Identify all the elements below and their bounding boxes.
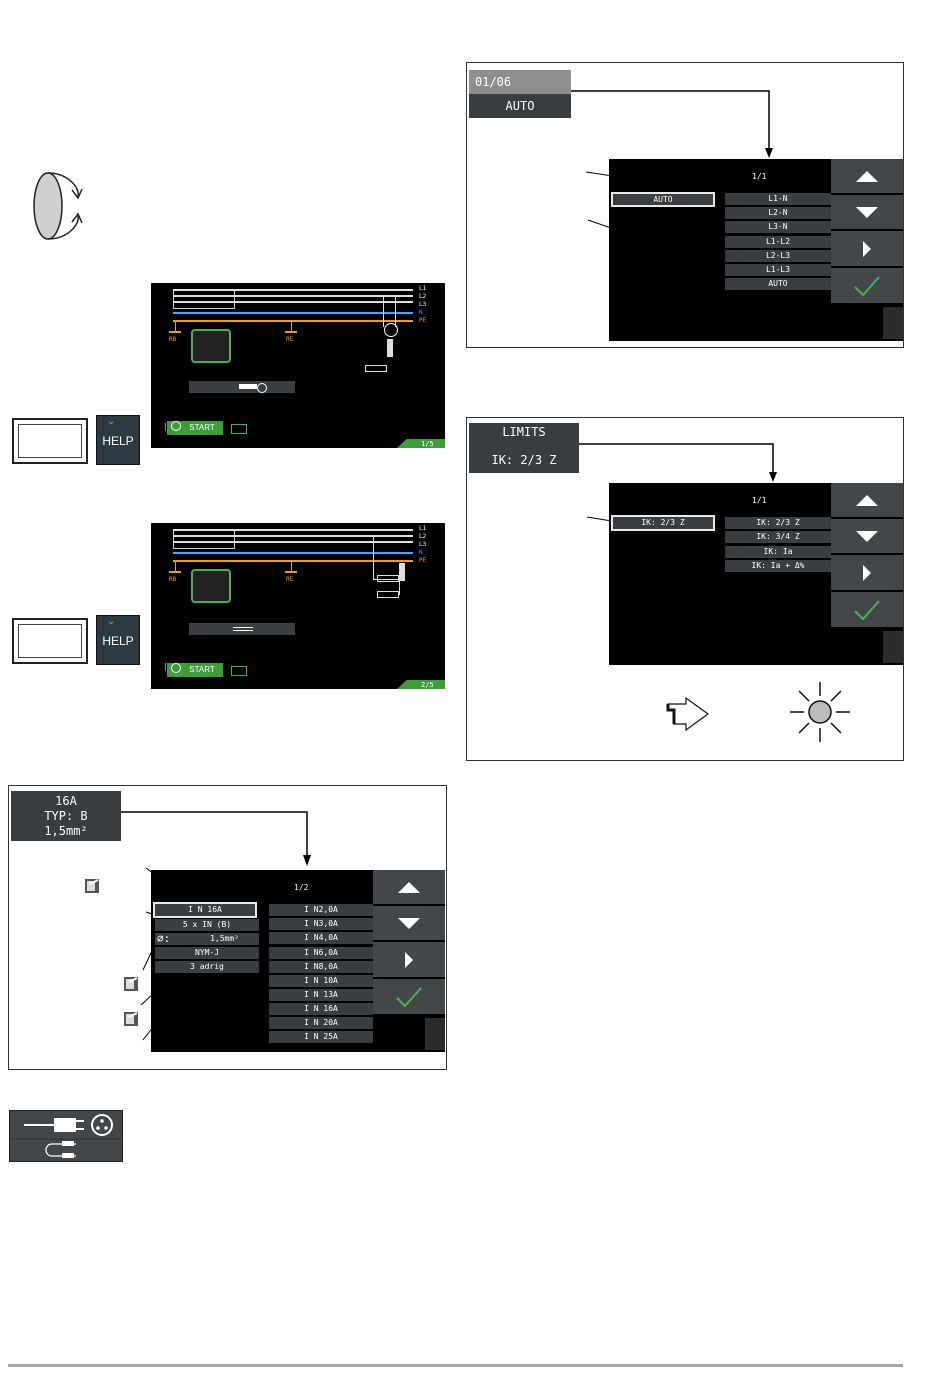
right-arrow-icon	[405, 952, 413, 968]
next-button[interactable]	[831, 231, 903, 268]
param-item[interactable]: NYM-J	[155, 947, 259, 959]
hollow-arrow-icon	[666, 696, 710, 732]
confirm-button[interactable]	[373, 979, 445, 1016]
probe-connection-icon	[9, 1110, 123, 1162]
measurement-screen-2: L1 L2 L3 N PE RB RE START 2/5	[151, 523, 445, 689]
down-arrow-icon	[398, 918, 420, 929]
scroll-up-button[interactable]	[831, 159, 903, 195]
checkmark-icon	[396, 987, 422, 1008]
param-item[interactable]: ∅: 1,5mm²	[155, 933, 259, 945]
option-item[interactable]: L1-L2	[725, 236, 831, 248]
option-item[interactable]: I N2,0A	[269, 904, 373, 916]
start-button[interactable]: START	[167, 421, 223, 435]
header-limit-value: IK: 2/3 Z	[469, 447, 579, 473]
footer-divider	[8, 1364, 903, 1367]
option-item[interactable]: L1-N	[725, 193, 831, 205]
selected-mode[interactable]: AUTO	[611, 192, 715, 207]
confirm-button[interactable]	[831, 592, 903, 629]
option-item[interactable]: L3-N	[725, 221, 831, 233]
header-fuse: 16A TYP: B 1,5mm²	[11, 791, 121, 841]
up-arrow-icon	[856, 495, 878, 506]
up-arrow-icon	[398, 882, 420, 893]
page-indicator: 1/5	[421, 440, 434, 448]
right-arrow-icon	[863, 241, 871, 257]
scroll-down-button[interactable]	[831, 195, 903, 231]
scroll-down-button[interactable]	[831, 519, 903, 555]
option-item[interactable]: I N6,0A	[269, 947, 373, 959]
help-button[interactable]: ⌄ HELP	[96, 615, 140, 665]
auto-selection-screen: 1/1 AUTO L1-N L2-N L3-N L1-L2 L2-L3 L1-L…	[609, 159, 903, 341]
start-button[interactable]: START	[167, 663, 223, 677]
page-indicator: 2/5	[421, 681, 434, 689]
option-item[interactable]: L2-N	[725, 207, 831, 219]
option-item[interactable]: I N 25A	[269, 1031, 373, 1043]
edit-icon	[85, 879, 99, 893]
next-button[interactable]	[373, 942, 445, 979]
option-item[interactable]: AUTO	[725, 278, 831, 290]
header-limits: LIMITS	[469, 423, 579, 447]
down-arrow-icon	[856, 531, 878, 542]
up-arrow-icon	[856, 171, 878, 182]
scroll-up-button[interactable]	[373, 870, 445, 906]
option-item[interactable]: IK: 3/4 Z	[725, 531, 831, 543]
option-item[interactable]: I N3,0A	[269, 918, 373, 930]
option-item[interactable]: I N 13A	[269, 989, 373, 1001]
next-button[interactable]	[831, 555, 903, 592]
edit-icon	[124, 977, 138, 991]
checkmark-icon	[854, 600, 880, 621]
down-arrow-icon	[856, 207, 878, 218]
option-item[interactable]: I N4,0A	[269, 932, 373, 944]
param-item[interactable]: 5 x IN (B)	[155, 919, 259, 931]
limits-selection-screen: 1/1 IK: 2/3 Z IK: 2/3 Z IK: 3/4 Z IK: Ia…	[609, 483, 903, 665]
scroll-up-button[interactable]	[831, 483, 903, 519]
header-counter: 01/06	[469, 70, 571, 94]
scroll-down-button[interactable]	[373, 906, 445, 942]
header-mode: AUTO	[469, 94, 571, 118]
help-button[interactable]: ⌄ HELP	[96, 415, 140, 465]
edit-icon	[124, 1012, 138, 1026]
option-item[interactable]: L2-L3	[725, 250, 831, 262]
option-item[interactable]: I N8,0A	[269, 961, 373, 973]
option-item[interactable]: IK: Ia + Δ%	[725, 560, 831, 572]
right-arrow-icon	[863, 565, 871, 581]
selected-fuse[interactable]: I N 16A	[153, 902, 257, 918]
checkmark-icon	[854, 276, 880, 297]
selected-limit[interactable]: IK: 2/3 Z	[611, 515, 715, 531]
option-item[interactable]: I N 20A	[269, 1017, 373, 1029]
param-item[interactable]: 3 adrig	[155, 961, 259, 973]
rotary-switch-icon	[33, 172, 83, 240]
option-item[interactable]: I N 16A	[269, 1003, 373, 1015]
lamp-icon	[790, 682, 850, 742]
confirm-button[interactable]	[831, 268, 903, 305]
option-item[interactable]: I N 10A	[269, 975, 373, 987]
option-item[interactable]: IK: 2/3 Z	[725, 517, 831, 529]
function-key-button[interactable]	[12, 418, 88, 464]
diameter-icon: ∅:	[157, 932, 171, 945]
measurement-screen-1: L1 L2 L3 N PE RB RE START 1/5	[151, 283, 445, 448]
probe-indicator	[189, 623, 295, 635]
function-key-button[interactable]	[12, 618, 88, 664]
option-item[interactable]: L1-L3	[725, 264, 831, 276]
fuse-selection-screen: 1/2 I N 16A 5 x IN (B) ∅: 1,5mm² NYM-J 3…	[151, 870, 445, 1052]
option-item[interactable]: IK: Ia	[725, 546, 831, 558]
